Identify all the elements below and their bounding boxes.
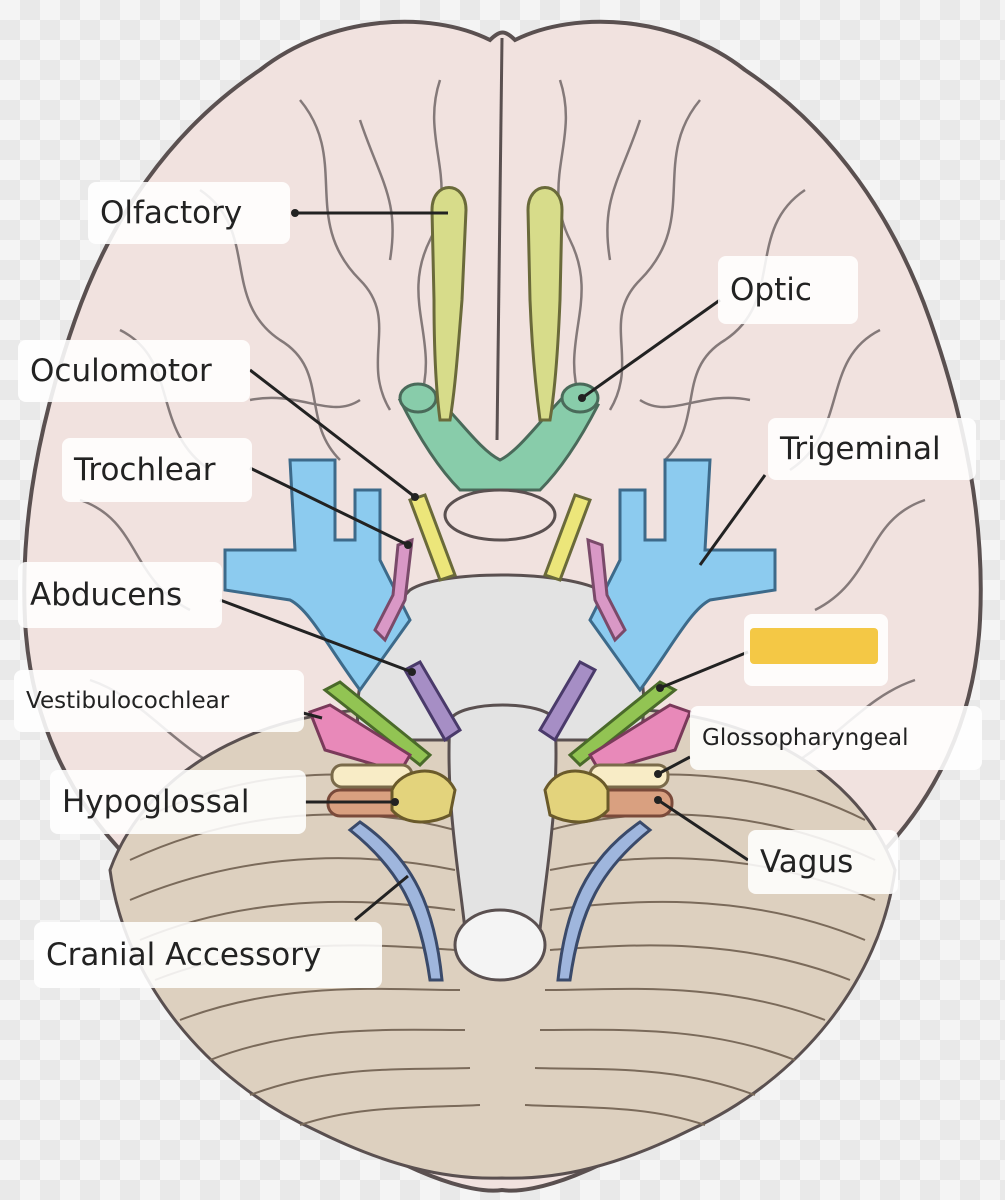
abducens-right — [537, 659, 598, 743]
hypoglossal-right — [543, 769, 610, 824]
leader-lines — [219, 211, 767, 922]
leader-dots — [291, 209, 664, 806]
accessory-left — [347, 820, 444, 982]
label-oculomotor: Oculomotor — [18, 340, 250, 402]
label-optic: Optic — [718, 256, 858, 324]
label-trochlear: Trochlear — [62, 438, 252, 502]
trigeminal-left — [223, 458, 412, 693]
spinal-cord-section — [453, 908, 547, 982]
vestibulocochlear-left — [308, 703, 413, 774]
label-glossopharyngeal: Glossopharyngeal — [690, 706, 982, 770]
label-vagus: Vagus — [748, 830, 898, 894]
olfactory-bulb-right — [526, 186, 564, 422]
optic-nerve-left-end — [398, 382, 438, 414]
hypoglossal-left — [390, 769, 457, 824]
oculomotor-right — [543, 493, 592, 582]
abducens-left — [402, 659, 463, 743]
hypothalamus — [443, 488, 557, 542]
label-vestibulocochlear: Vestibulocochlear — [14, 670, 304, 732]
label-trigeminal: Trigeminal — [768, 418, 976, 480]
label-cranial-accessory: Cranial Accessory — [34, 922, 382, 988]
olfactory-bulb-left — [430, 186, 468, 422]
trochlear-right — [586, 537, 627, 643]
accessory-right — [556, 820, 653, 982]
label-olfactory: Olfactory — [88, 182, 290, 244]
trigeminal-right — [588, 458, 777, 693]
label-facial-blank — [744, 614, 888, 686]
label-abducens: Abducens — [18, 562, 222, 628]
highlight-bar — [750, 628, 878, 664]
trochlear-left — [373, 537, 414, 643]
vestibulocochlear-right — [587, 703, 692, 774]
longitudinal-fissure — [495, 37, 504, 441]
label-hypoglossal: Hypoglossal — [50, 770, 306, 834]
oculomotor-left — [408, 493, 457, 582]
